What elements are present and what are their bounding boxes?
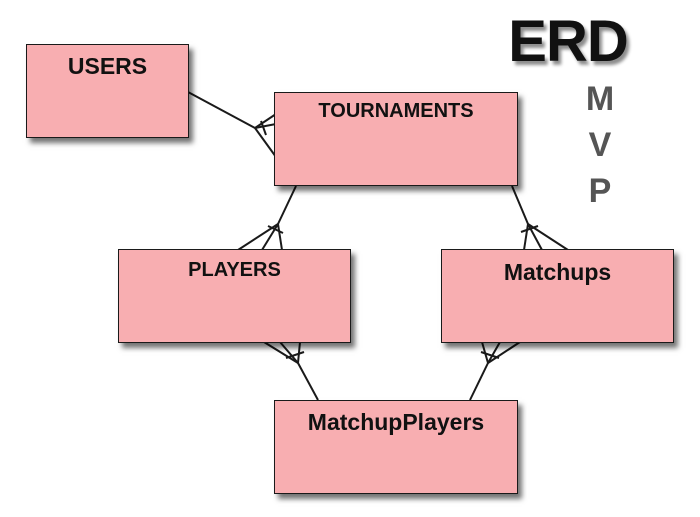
relationship-players-matchupplayers — [263, 341, 319, 401]
subtitle-letter-p: P — [588, 172, 612, 210]
entity-tournaments[interactable]: TOURNAMENTS — [274, 92, 518, 186]
entity-matchupplayers[interactable]: MatchupPlayers — [274, 400, 518, 494]
entity-matchupplayers-label: MatchupPlayers — [307, 409, 485, 435]
diagram-title: ERD — [508, 9, 628, 74]
entity-users-label: USERS — [67, 53, 148, 79]
subtitle-letter-v: V — [588, 126, 612, 164]
entity-tournaments-label: TOURNAMENTS — [318, 100, 474, 122]
entity-matchups[interactable]: Matchups — [441, 249, 674, 343]
entity-matchups-label: Matchups — [503, 259, 612, 285]
relationship-tournaments-players — [237, 185, 297, 251]
relationship-users-tournaments — [187, 91, 277, 158]
subtitle-letter-m: M — [585, 80, 615, 118]
relationship-tournaments-matchups — [511, 185, 569, 251]
entity-users[interactable]: USERS — [26, 44, 189, 138]
entity-players[interactable]: PLAYERS — [118, 249, 351, 343]
entity-players-label: PLAYERS — [188, 259, 281, 281]
relationship-matchups-matchupplayers — [469, 341, 521, 401]
